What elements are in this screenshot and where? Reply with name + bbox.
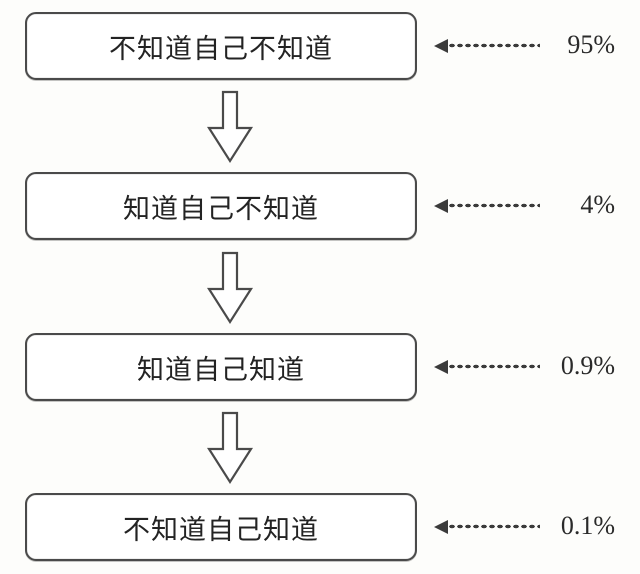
stage-box-1[interactable]: 不知道自己不知道 [25, 12, 417, 80]
percent-label-2: 4% [580, 190, 615, 219]
percent-label-3: 0.9% [560, 351, 615, 380]
dotted-line-1 [448, 43, 540, 48]
down-arrow-icon-3 [206, 411, 254, 485]
stage-row-2: 知道自己不知道 4% [0, 172, 640, 240]
stage-label-3: 知道自己知道 [137, 354, 305, 385]
arrow-left-icon-2 [434, 199, 448, 213]
stage-label-4: 不知道自己知道 [123, 514, 319, 545]
percent-label-4: 0.1% [560, 511, 615, 540]
dotted-line-2 [448, 203, 540, 208]
connector-3 [434, 359, 544, 375]
stage-row-3: 知道自己知道 0.9% [0, 333, 640, 401]
arrow-left-icon-1 [434, 39, 448, 53]
stage-row-4: 不知道自己知道 0.1% [0, 493, 640, 561]
stage-box-3[interactable]: 知道自己知道 [25, 333, 417, 401]
connector-1 [434, 38, 544, 54]
down-arrow-icon-1 [206, 90, 254, 164]
connector-4 [434, 519, 544, 535]
stage-row-1: 不知道自己不知道 95% [0, 12, 640, 80]
dotted-line-4 [448, 524, 540, 529]
stage-box-4[interactable]: 不知道自己知道 [25, 493, 417, 561]
stage-label-1: 不知道自己不知道 [109, 33, 333, 64]
percent-label-1: 95% [567, 30, 615, 59]
stage-label-2: 知道自己不知道 [123, 193, 319, 224]
down-arrow-icon-2 [206, 251, 254, 325]
arrow-left-icon-4 [434, 520, 448, 534]
connector-2 [434, 198, 544, 214]
dotted-line-3 [448, 364, 540, 369]
stage-box-2[interactable]: 知道自己不知道 [25, 172, 417, 240]
arrow-left-icon-3 [434, 360, 448, 374]
